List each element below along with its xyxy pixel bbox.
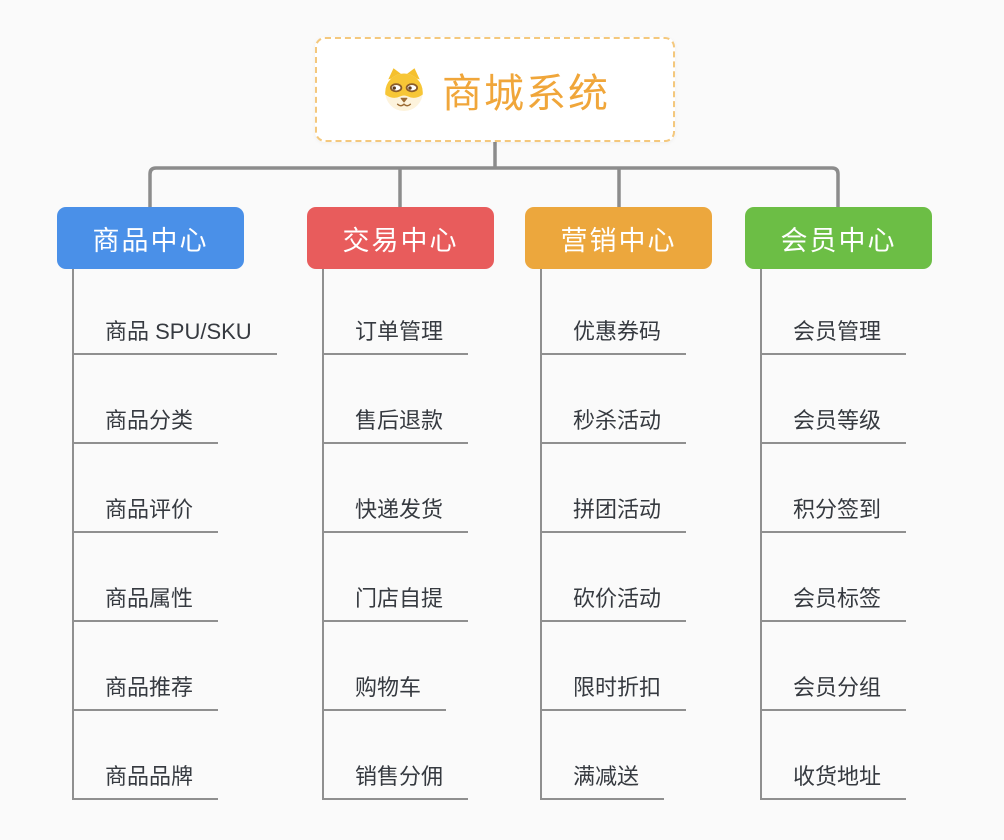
leaf-topic[interactable]: 满减送 <box>542 764 665 800</box>
branch-items-trade-center: 订单管理 售后退款 快递发货 门店自提 购物车 销售分佣 <box>322 269 604 800</box>
leaf-topic[interactable]: 商品 SPU/SKU <box>74 319 277 355</box>
leaf-topic[interactable]: 积分签到 <box>762 497 907 533</box>
branch-marketing-center: 营销中心 优惠券码 秒杀活动 拼团活动 砍价活动 限时折扣 满减送 <box>525 207 712 800</box>
branch-topic-label: 商品中心 <box>92 225 209 256</box>
leaf-topic[interactable]: 商品分类 <box>74 408 219 444</box>
connector-bus <box>148 166 840 207</box>
leaf-topic[interactable]: 砍价活动 <box>542 586 687 622</box>
leaf-topic[interactable]: 限时折扣 <box>542 675 687 711</box>
leaf-topic[interactable]: 会员管理 <box>762 319 907 355</box>
leaf-topic[interactable]: 会员分组 <box>762 675 907 711</box>
branch-topic-marketing-center[interactable]: 营销中心 <box>525 207 712 269</box>
leaf-topic[interactable]: 商品品牌 <box>74 764 219 800</box>
leaf-topic[interactable]: 售后退款 <box>324 408 469 444</box>
branch-topic-trade-center[interactable]: 交易中心 <box>307 207 494 269</box>
branch-items-member-center: 会员管理 会员等级 积分签到 会员标签 会员分组 收货地址 <box>760 269 1004 800</box>
leaf-topic[interactable]: 收货地址 <box>762 764 907 800</box>
leaf-topic[interactable]: 会员等级 <box>762 408 907 444</box>
leaf-topic[interactable]: 门店自提 <box>324 586 469 622</box>
root-topic-label: 商城系统 <box>442 71 610 116</box>
dog-face-icon <box>380 66 428 114</box>
branch-items-product-center: 商品 SPU/SKU 商品分类 商品评价 商品属性 商品推荐 商品品牌 <box>72 269 354 800</box>
leaf-topic[interactable]: 销售分佣 <box>324 764 469 800</box>
leaf-topic[interactable]: 秒杀活动 <box>542 408 687 444</box>
leaf-topic[interactable]: 购物车 <box>324 675 447 711</box>
leaf-topic[interactable]: 会员标签 <box>762 586 907 622</box>
leaf-topic[interactable]: 订单管理 <box>324 319 469 355</box>
leaf-topic[interactable]: 拼团活动 <box>542 497 687 533</box>
leaf-topic[interactable]: 商品推荐 <box>74 675 219 711</box>
branch-trade-center: 交易中心 订单管理 售后退款 快递发货 门店自提 购物车 销售分佣 <box>307 207 494 800</box>
branch-topic-product-center[interactable]: 商品中心 <box>57 207 244 269</box>
branch-topic-label: 交易中心 <box>342 225 459 256</box>
leaf-topic[interactable]: 商品评价 <box>74 497 219 533</box>
branch-member-center: 会员中心 会员管理 会员等级 积分签到 会员标签 会员分组 收货地址 <box>745 207 932 800</box>
leaf-topic[interactable]: 优惠券码 <box>542 319 687 355</box>
branch-topic-member-center[interactable]: 会员中心 <box>745 207 932 269</box>
leaf-topic[interactable]: 商品属性 <box>74 586 219 622</box>
root-topic[interactable]: 商城系统 <box>315 37 675 142</box>
leaf-topic[interactable]: 快递发货 <box>324 497 469 533</box>
branch-product-center: 商品中心 商品 SPU/SKU 商品分类 商品评价 商品属性 商品推荐 商品品牌 <box>57 207 277 800</box>
branch-items-marketing-center: 优惠券码 秒杀活动 拼团活动 砍价活动 限时折扣 满减送 <box>540 269 822 800</box>
branch-topic-label: 营销中心 <box>560 225 677 256</box>
branch-topic-label: 会员中心 <box>780 225 897 256</box>
